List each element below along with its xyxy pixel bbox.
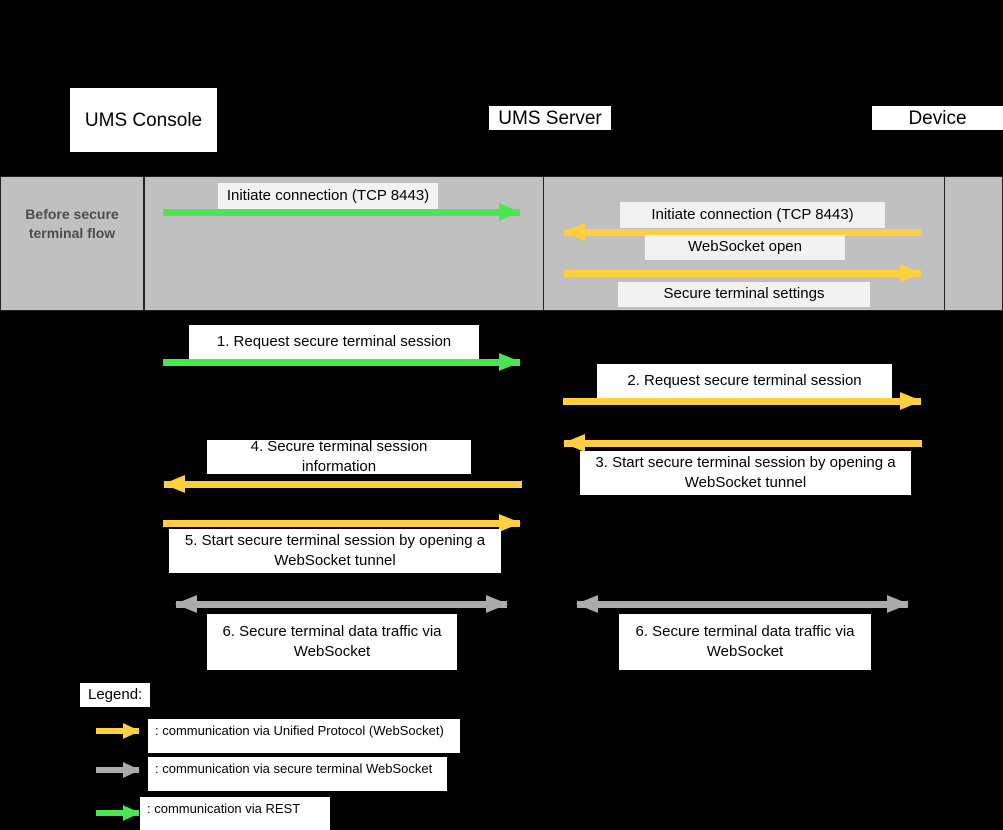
phase-band-label: Before secure terminal flow [25,206,119,241]
caption-step-2: 2. Request secure terminal session [597,364,892,399]
caption-band-msg-1: Initiate connection (TCP 8443) [218,183,438,209]
legend-item-rest-label: : communication via REST [140,797,330,830]
caption-band-msg-4: Secure terminal settings [618,282,870,307]
caption-band-msg-2: Initiate connection (TCP 8443) [620,202,885,228]
actor-ums-server: UMS Server [489,106,611,130]
caption-step-1: 1. Request secure terminal session [189,325,479,360]
phase-band-cell-label [0,176,144,311]
arrow-head-right [900,392,922,410]
caption-step-5: 5. Start secure terminal session by open… [169,529,501,573]
caption-step-6a: 6. Secure terminal data traffic via WebS… [207,614,457,670]
arrow-shaft [564,440,922,447]
actor-device: Device [872,106,1003,130]
arrow-head-left [563,223,585,241]
arrow-shaft [163,209,520,216]
actor-ums-server-label: UMS Server [498,107,602,129]
caption-band-msg-3: WebSocket open [645,235,845,260]
arrow-head-left [163,475,185,493]
arrow-shaft [577,601,908,608]
arrow-shaft [96,767,139,773]
actor-ums-console: UMS Console [70,88,217,152]
arrow-shaft [96,728,139,734]
arrow-head-left [175,595,197,613]
arrow-head-right [499,353,521,371]
arrow-shaft [96,810,139,816]
arrow-head-right [900,264,922,282]
arrow-head-left [563,434,585,452]
caption-step-4: 4. Secure terminal session information [207,438,471,475]
legend-item-secure-label: : communication via secure terminal WebS… [148,757,447,791]
actor-device-label: Device [908,107,967,129]
arrow-head-right [499,514,521,532]
arrow-head-right [123,762,140,778]
actor-ums-console-label: UMS Console [84,109,203,131]
arrow-shaft [164,481,522,488]
legend-title: Legend: [80,683,151,707]
arrow-head-left [576,595,598,613]
caption-step-6b: 6. Secure terminal data traffic via WebS… [619,614,871,670]
phase-band-cell-device [944,176,1003,311]
arrow-shaft [564,270,921,277]
arrow-head-right [486,595,508,613]
arrow-shaft [163,359,520,366]
arrow-head-right [499,203,521,221]
arrow-shaft [163,520,520,527]
arrow-head-right [123,723,140,739]
arrow-head-right [887,595,909,613]
arrow-shaft [563,398,921,405]
caption-step-3: 3. Start secure terminal session by open… [580,451,911,495]
arrow-head-right [123,805,140,821]
legend-item-unified-label: : communication via Unified Protocol (We… [148,719,460,753]
arrow-shaft [564,229,922,236]
arrow-shaft [176,601,507,608]
